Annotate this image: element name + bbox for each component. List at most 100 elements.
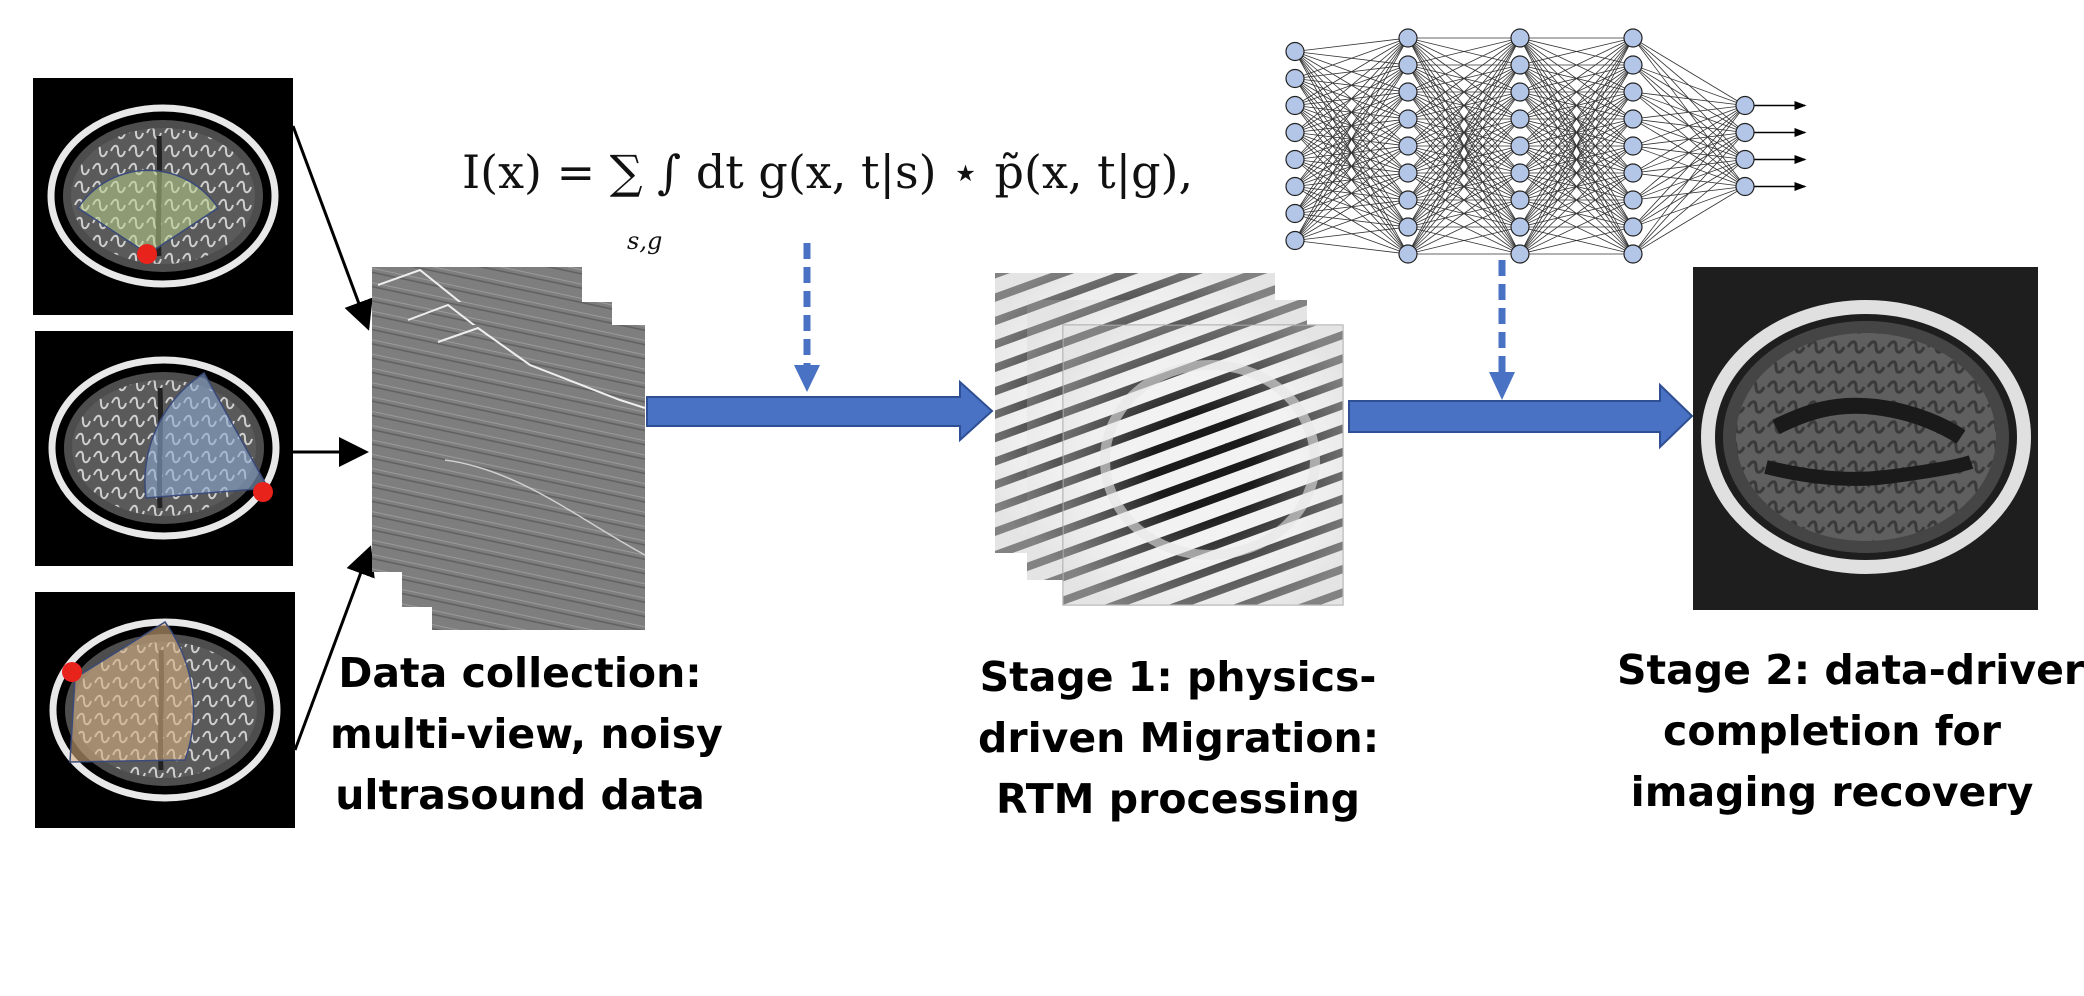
nn-connection [1632,186,1746,255]
nn-connection [1407,37,1521,228]
nn-connection [1632,64,1746,106]
nn-connection [1632,159,1746,255]
nn-neuron [1623,109,1643,129]
nn-connection [1632,105,1746,147]
caption-line: multi-view, noisy [330,710,723,758]
nn-connection [1632,37,1746,106]
collection-arrows [291,125,375,751]
nn-neuron [1623,28,1643,48]
nn-connection [1632,105,1746,174]
nn-connection [1632,105,1746,228]
caption-line: imaging recovery [1630,768,2034,816]
stage2-arrow [1348,382,1694,450]
nn-neuron [1623,190,1643,210]
nn-connection [1294,145,1409,241]
nn-connection [1407,37,1521,255]
data-frame-3 [432,325,646,630]
caption-line: Stage 1: physics- [979,653,1377,701]
nn-connection [1519,37,1634,66]
nn-connection [1519,37,1634,174]
nn-neuron [1398,190,1418,210]
nn-neuron [1735,176,1755,197]
brain-panel-3 [35,592,295,828]
nn-connection [1294,240,1409,255]
nn-neuron [1510,82,1530,102]
nn-connection [1632,105,1746,255]
nn-connection [1519,37,1634,147]
rtm-frame-3 [1062,324,1344,606]
nn-connection [1407,64,1521,255]
nn-connection [1407,118,1521,255]
nn-connection [1294,37,1409,79]
nn-neuron [1285,122,1305,143]
caption-stage1: Stage 1: physics- driven Migration: RTM … [978,647,1380,830]
nn-neuron [1510,109,1530,129]
rtm-image-stack [995,273,1344,606]
nn-connection [1519,64,1634,255]
nn-neuron [1285,68,1305,89]
nn-connection [1294,199,1409,241]
caption-line: driven Migration: [978,714,1380,762]
nn-connection [1407,37,1521,120]
nn-neuron [1285,230,1305,251]
network-injection-arrow [1489,260,1515,400]
nn-connection [1407,91,1521,255]
nn-connection [1632,105,1746,120]
nn-connection [1519,37,1634,201]
caption-stage2: Stage 2: data-driver completion for imag… [1617,640,2084,823]
nn-neuron [1285,149,1305,170]
nn-connection [1407,37,1521,66]
stage1-arrow [646,379,994,443]
caption-line: Data collection: [338,649,702,697]
nn-neuron [1398,28,1418,48]
nn-connection [1294,37,1409,133]
nn-neuron [1285,95,1305,116]
nn-connection [1519,37,1634,120]
nn-connection [1294,37,1409,160]
nn-neuron [1735,149,1755,170]
nn-connection [1407,37,1521,147]
nn-connection [1407,37,1521,201]
nn-connection [1294,37,1409,52]
nn-connection [1519,91,1634,255]
nn-neuron [1623,217,1643,237]
caption-data-collection: Data collection: multi-view, noisy ultra… [330,643,723,826]
nn-connection [1407,226,1521,255]
nn-neuron [1398,244,1418,264]
nn-neuron [1398,82,1418,102]
nn-connection [1294,226,1409,241]
nn-connection [1519,226,1634,255]
nn-neuron [1510,244,1530,264]
caption-line: completion for [1663,707,2001,755]
caption-line: RTM processing [995,775,1360,823]
brain-panel-1 [33,78,293,315]
nn-connection [1407,145,1521,255]
physics-injection-arrow [794,243,820,392]
rtm-formula: I(x) = ∑ ∫ dt g(x, t|s) ⋆ p̃(x, t|g), s,… [462,145,1193,255]
nn-connection [1632,132,1746,255]
nn-connection [1294,91,1409,241]
nn-connection [1519,145,1634,255]
nn-neuron [1398,217,1418,237]
rtm-formula-subscript: s,g [627,227,663,255]
recovered-brain-image [1693,267,2038,610]
nn-neuron [1623,244,1643,264]
nn-connection [1294,37,1409,106]
nn-neuron [1510,163,1530,183]
nn-connection [1294,37,1409,241]
nn-neuron [1398,136,1418,156]
ultrasound-data-stack [372,267,646,630]
nn-connection [1407,37,1521,174]
nn-neuron [1398,55,1418,75]
nn-neuron [1623,163,1643,183]
nn-connection [1294,118,1409,241]
nn-neuron [1735,122,1755,143]
nn-connection [1407,172,1521,255]
nn-connection [1294,172,1409,241]
nn-connection [1519,172,1634,255]
nn-neuron [1623,136,1643,156]
nn-connection [1519,37,1634,93]
brain-panel-2 [35,331,293,566]
nn-neuron [1510,55,1530,75]
